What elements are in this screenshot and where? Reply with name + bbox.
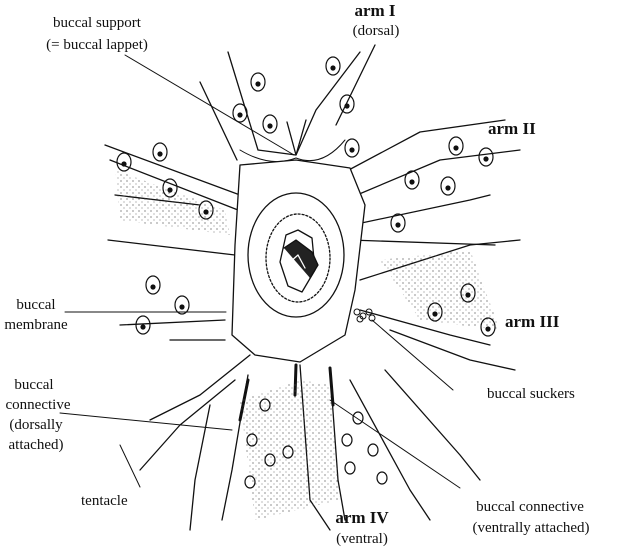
arm-i-label: arm I — [344, 2, 406, 20]
buccal-connective-ventral-label-2: (ventrally attached) — [452, 519, 610, 537]
arm-iv-label: arm IV — [324, 509, 400, 527]
tentacle-label: tentacle — [81, 492, 128, 510]
arm-i-sub-label: (dorsal) — [340, 22, 412, 40]
buccal-membrane-label-2: membrane — [4, 316, 68, 334]
arm-iii-label: arm III — [505, 313, 559, 331]
arm-ii-label: arm II — [488, 120, 536, 138]
buccal-connective-dorsal-label-2: connective — [2, 396, 74, 414]
buccal-lappet-label: (= buccal lappet) — [28, 36, 166, 54]
arm-iv-sub-label: (ventral) — [322, 530, 402, 548]
buccal-membrane-label-1: buccal — [6, 296, 66, 314]
buccal-suckers-label: buccal suckers — [487, 385, 575, 403]
buccal-connective-dorsal-label-4: attached) — [4, 436, 68, 454]
buccal-connective-dorsal-label-3: (dorsally — [4, 416, 68, 434]
buccal-support-label: buccal support — [28, 14, 166, 32]
buccal-connective-ventral-label-1: buccal connective — [455, 498, 605, 516]
arm-iv-stipple — [240, 380, 340, 520]
buccal-connective-dorsal-label-1: buccal — [4, 376, 64, 394]
